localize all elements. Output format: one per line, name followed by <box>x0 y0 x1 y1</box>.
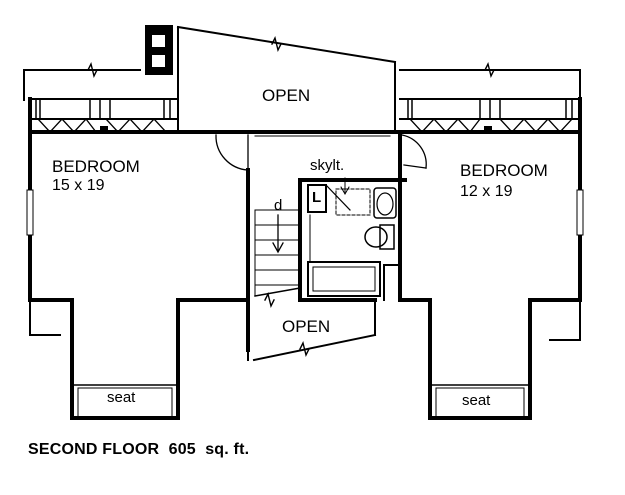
skylight-label: skylt. <box>310 157 345 174</box>
left-bedroom-size: 15 x 19 <box>52 177 105 194</box>
right-bedroom-walls <box>398 97 584 420</box>
open-area-stair-label: OPEN <box>282 317 331 336</box>
open-area-top-outline <box>176 25 397 133</box>
break-marks <box>87 35 495 358</box>
caption-floor: SECOND FLOOR <box>28 441 160 458</box>
left-seat-label: seat <box>107 389 136 406</box>
left-bedroom-name: BEDROOM <box>52 157 140 176</box>
open-area-top-label: OPEN <box>262 86 311 105</box>
stair-direction-label: d <box>274 197 283 214</box>
plan-caption: SECOND FLOOR 605 sq. ft. <box>28 442 249 458</box>
right-seat-label: seat <box>462 392 491 409</box>
left-bedroom-walls <box>26 97 250 420</box>
chimney <box>145 25 173 75</box>
right-bedroom-name: BEDROOM <box>460 161 548 180</box>
caption-area: 605 <box>168 441 196 458</box>
caption-unit: sq. ft. <box>205 441 250 458</box>
bathroom <box>298 130 407 302</box>
hall-and-stairs <box>246 130 402 362</box>
linen-closet-label: L <box>312 189 322 206</box>
right-bedroom-size: 12 x 19 <box>460 183 513 200</box>
